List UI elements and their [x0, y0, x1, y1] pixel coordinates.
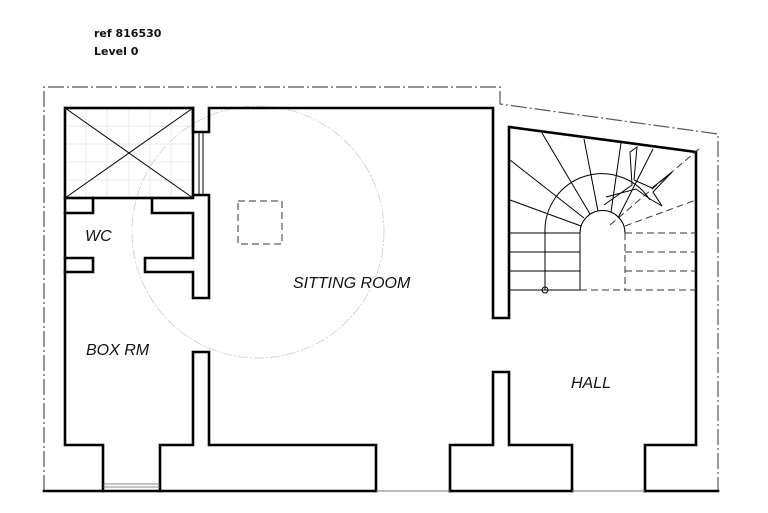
lift-shaft	[63, 106, 195, 200]
swing-radius-circle	[131, 105, 385, 359]
staircase	[509, 132, 701, 294]
stair-direction-arrow	[603, 145, 673, 207]
reference-number: ref 816530	[94, 27, 162, 40]
site-boundary	[43, 86, 719, 491]
room-label-box-room: BOX RM	[86, 342, 150, 359]
ceiling-hatch	[237, 200, 283, 245]
window-bottom	[103, 483, 160, 488]
room-label-wc: WC	[85, 228, 112, 245]
level-label: Level 0	[94, 45, 139, 58]
walls	[42, 106, 720, 493]
window-left	[198, 132, 204, 195]
room-label-hall: HALL	[571, 375, 611, 392]
room-label-sitting-room: SITTING ROOM	[293, 275, 411, 292]
